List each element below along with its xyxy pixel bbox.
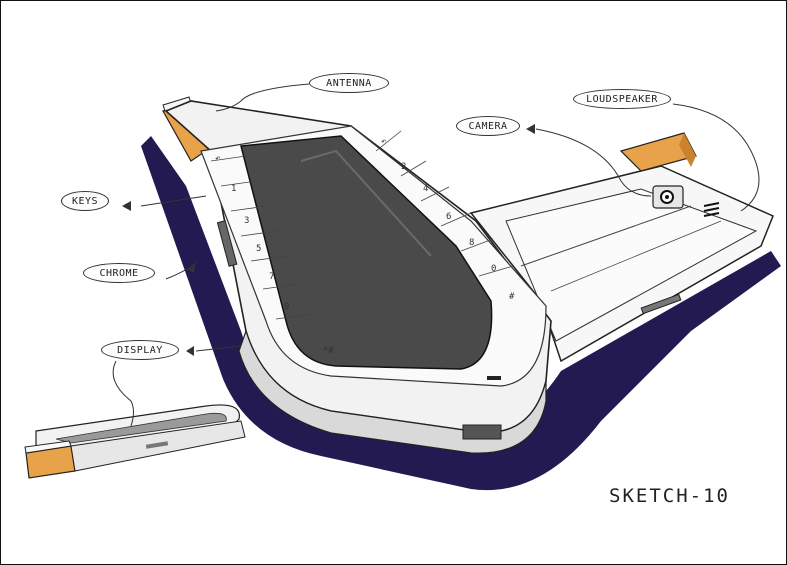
- label-keys: KEYS: [61, 191, 109, 211]
- key-left-1: ↶: [215, 154, 220, 164]
- key-right-4: 6: [446, 212, 451, 222]
- leader-display-part: [112, 360, 134, 427]
- key-left-4: 5: [256, 244, 261, 254]
- main-body-side: [238, 329, 547, 454]
- label-display: DISPLAY: [101, 340, 179, 360]
- label-camera: CAMERA: [456, 116, 520, 136]
- label-chrome: CHROME: [83, 263, 155, 283]
- leader-display-main: [195, 345, 242, 352]
- key-left-5: 7: [269, 272, 274, 282]
- key-left-7: *#: [323, 346, 334, 356]
- label-antenna: ANTENNA: [309, 73, 389, 93]
- loudspeaker-grille: [703, 202, 720, 217]
- side-slot: [640, 293, 682, 315]
- leader-loudspeaker: [672, 103, 760, 212]
- key-right-6: 0: [491, 264, 496, 274]
- key-left-2: 1: [231, 184, 236, 194]
- leader-keys: [140, 195, 207, 207]
- leader-camera: [535, 128, 652, 197]
- key-right-2: 2: [401, 162, 406, 172]
- key-left-3: 3: [244, 216, 249, 226]
- key-right-1: ↶: [381, 137, 386, 147]
- antenna-right-tip: [679, 133, 696, 167]
- key-left-6: 9: [284, 302, 289, 312]
- chrome-strip: [462, 424, 502, 440]
- key-right-5: 8: [469, 238, 474, 248]
- label-loudspeaker: LOUDSPEAKER: [573, 89, 671, 109]
- key-right-7: #: [509, 292, 515, 302]
- sketch-signature: SKETCH-10: [609, 485, 730, 507]
- leader-antenna: [215, 83, 310, 112]
- key-right-3: 4: [423, 184, 428, 194]
- display-screen: [240, 135, 493, 370]
